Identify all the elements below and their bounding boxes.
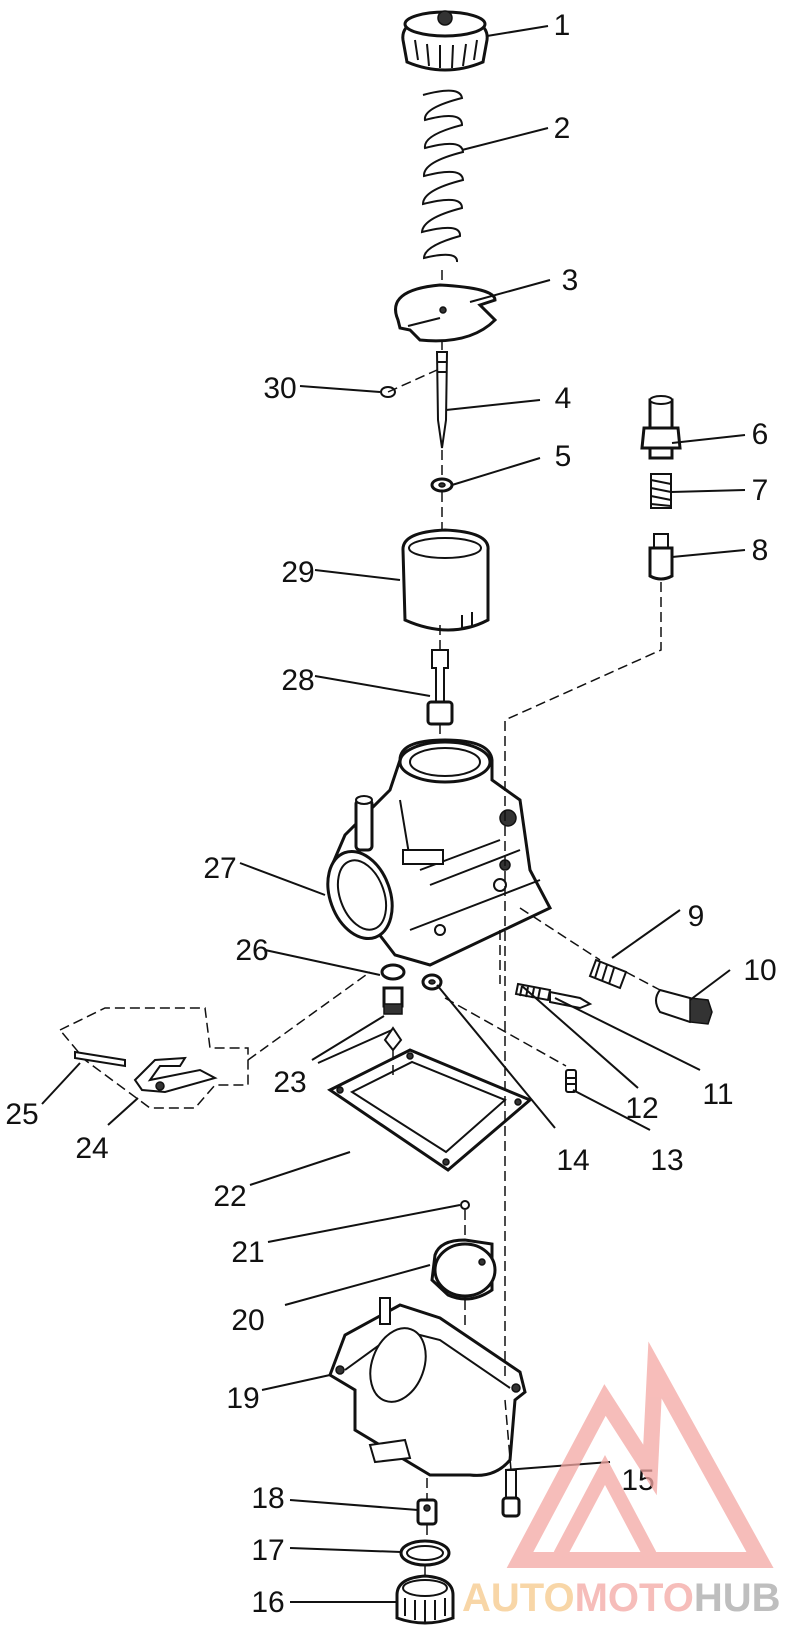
part-needle-jet-holder [426,649,454,726]
callout-2: 2 [554,112,571,145]
callout-23: 23 [273,1066,306,1099]
part-gasket [327,1048,533,1172]
part-o-ring-large [399,1539,451,1567]
part-fitting [640,395,682,460]
callout-22: 22 [213,1180,246,1213]
part-drain-plug [395,1574,455,1625]
part-top-cap [401,10,489,72]
callout-13: 13 [650,1144,683,1177]
part-small-jet [565,1069,577,1093]
callout-6: 6 [752,418,769,451]
callout-10: 10 [743,954,776,987]
callout-26: 26 [235,934,268,967]
callout-17: 17 [251,1534,284,1567]
callout-25: 25 [5,1098,38,1131]
callout-12: 12 [625,1092,658,1125]
assembly-axis-lines [247,270,662,1576]
part-bowl-screw [501,1469,521,1518]
part-spring [420,89,465,263]
callout-19: 19 [226,1382,259,1415]
callout-5: 5 [555,440,572,473]
callout-3: 3 [562,264,579,297]
part-idle-screw-spring [588,958,628,990]
callout-16: 16 [251,1586,284,1619]
watermark-word-auto: AUTO [462,1576,575,1620]
callout-9: 9 [688,900,705,933]
callout-1: 1 [554,9,571,42]
callout-7: 7 [752,474,769,507]
part-plunger [648,533,674,581]
watermark-word-moto: MOTO [575,1576,694,1620]
part-needle [435,351,449,449]
part-drain-jet [416,1498,438,1526]
callout-30: 30 [263,372,296,405]
part-float-bowl [328,1297,527,1477]
part-washer [430,477,454,493]
callout-4: 4 [555,382,572,415]
callout-28: 28 [281,664,314,697]
callout-29: 29 [281,556,314,589]
part-throttle-slide [401,528,490,632]
part-pilot-screw [514,982,593,1010]
watermark-triangle-icon [506,1341,774,1568]
callout-labels: 1 2 3 4 5 6 7 8 9 10 11 12 13 14 15 16 1… [5,9,776,1619]
part-main-jet [380,963,406,1052]
part-float-arm [58,1007,249,1109]
svg-text:AUTOMOTOHUB: AUTOMOTOHUB [462,1576,781,1620]
part-ball [460,1200,470,1210]
watermark-word-hub: HUB [694,1576,781,1620]
callout-20: 20 [231,1304,264,1337]
part-carburetor-body [326,738,553,967]
callout-11: 11 [702,1078,733,1111]
callout-14: 14 [556,1144,589,1177]
callout-24: 24 [75,1132,108,1165]
callout-8: 8 [752,534,769,567]
part-small-spring [650,473,672,509]
watermark-logo: AUTOMOTOHUB [462,1341,781,1620]
part-float [430,1238,497,1301]
callout-21: 21 [231,1236,264,1269]
callout-27: 27 [203,852,236,885]
callout-18: 18 [251,1482,284,1515]
leader-lines [41,25,746,1603]
part-plate [394,283,498,343]
part-idle-screw [655,988,713,1025]
